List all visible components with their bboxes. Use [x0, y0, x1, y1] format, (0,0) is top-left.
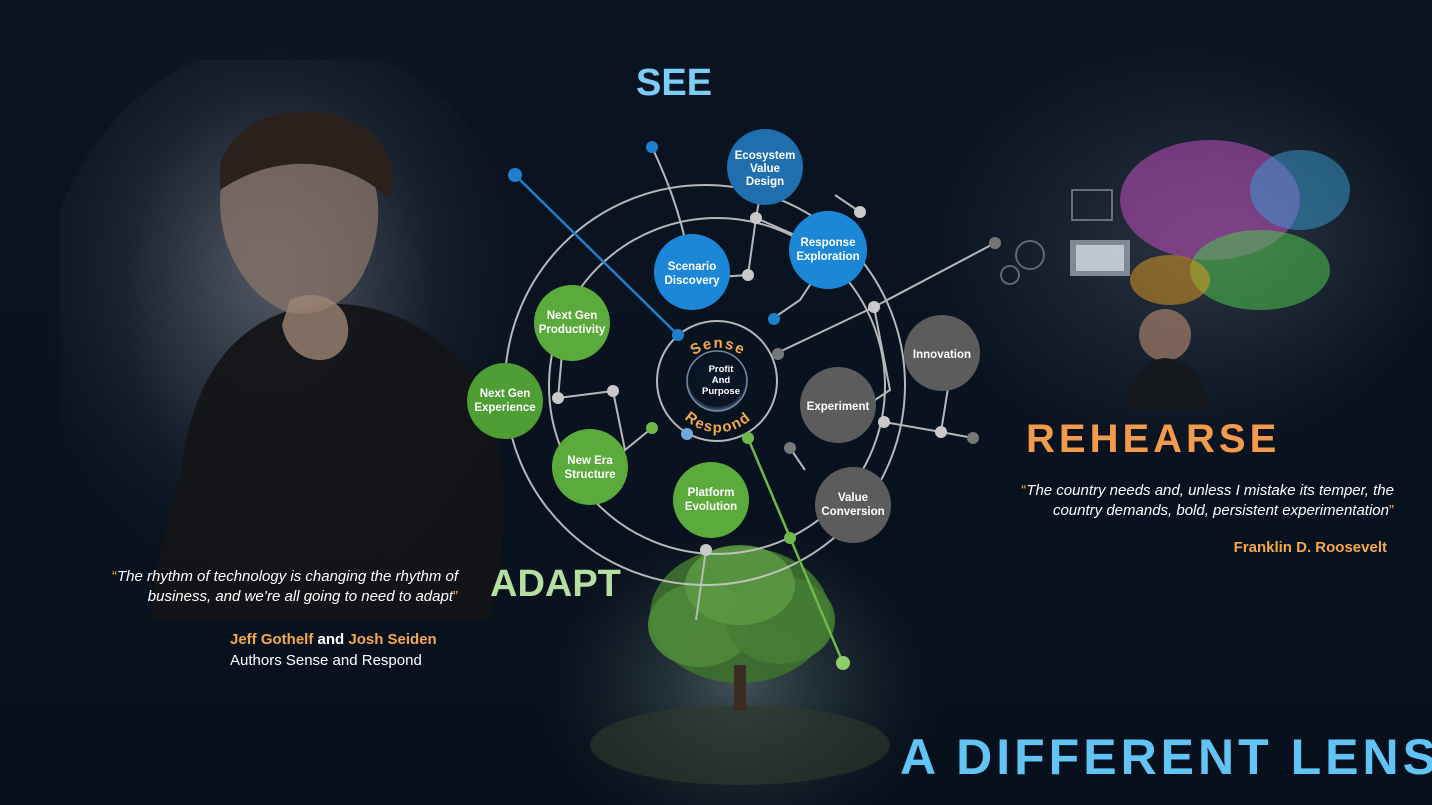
core-circle: [686, 350, 748, 412]
svg-text:Innovation: Innovation: [913, 349, 971, 361]
see-heading: SEE: [636, 62, 713, 104]
core-line-3: Purpose: [702, 386, 740, 397]
core-line-1: Profit: [709, 364, 735, 375]
node-new-era-structure[interactable]: New Era Structure: [552, 429, 628, 505]
svg-text:Scenario: Scenario: [668, 261, 717, 273]
svg-text:Design: Design: [746, 176, 784, 188]
node-innovation[interactable]: Innovation: [904, 315, 980, 391]
svg-text:Conversion: Conversion: [821, 506, 884, 518]
svg-text:Experiment: Experiment: [807, 401, 870, 413]
author-josh-seiden: Josh Seiden: [348, 631, 437, 648]
right-quote-author: Franklin D. Roosevelt: [1233, 539, 1387, 556]
green-spoke: [746, 437, 845, 664]
tree-spoke: [695, 549, 707, 621]
middle-ring: [548, 217, 886, 555]
left-quote-authors: Jeff Gothelf and Josh Seiden: [230, 631, 437, 648]
node-ecosystem-value-design[interactable]: Ecosystem Value Design: [727, 129, 803, 205]
svg-text:Structure: Structure: [564, 469, 615, 481]
svg-text:Exploration: Exploration: [796, 251, 859, 263]
svg-text:Response: Response: [801, 237, 856, 249]
open-quote-mark: “: [111, 568, 117, 585]
inner-ring: [656, 320, 778, 442]
svg-text:New Era: New Era: [567, 455, 613, 467]
close-quote-mark: ”: [1389, 502, 1394, 519]
svg-text:Evolution: Evolution: [685, 501, 737, 513]
svg-text:Discovery: Discovery: [665, 275, 721, 287]
svg-text:Productivity: Productivity: [539, 324, 606, 336]
core-line-2: And: [712, 375, 731, 386]
svg-text:Ecosystem: Ecosystem: [735, 150, 796, 162]
rehearse-heading: REHEARSE: [1026, 417, 1281, 461]
node-response-exploration[interactable]: Response Exploration: [789, 211, 867, 289]
blue-spoke: [514, 174, 679, 336]
svg-text:Next Gen: Next Gen: [547, 310, 598, 322]
author-jeff-gothelf: Jeff Gothelf: [230, 631, 314, 648]
node-scenario-discovery[interactable]: Scenario Discovery: [654, 234, 730, 310]
svg-text:Value: Value: [750, 163, 780, 175]
author-joiner: and: [313, 631, 349, 648]
right-quote-text: The country needs and, unless I mistake …: [1026, 482, 1394, 519]
svg-text:Experience: Experience: [474, 402, 535, 414]
node-platform-evolution[interactable]: Platform Evolution: [673, 462, 749, 538]
node-experiment[interactable]: Experiment: [800, 367, 876, 443]
junction-dots: [508, 141, 1001, 670]
open-quote-mark: “: [1021, 482, 1027, 499]
left-quote-author-role: Authors Sense and Respond: [230, 652, 422, 669]
svg-text:Platform: Platform: [688, 487, 735, 499]
left-quote-text: The rhythm of technology is changing the…: [116, 568, 458, 605]
close-quote-mark: ”: [453, 588, 458, 605]
node-value-conversion[interactable]: Value Conversion: [815, 467, 891, 543]
right-quote: “The country needs and, unless I mistake…: [982, 481, 1394, 521]
node-next-gen-experience[interactable]: Next Gen Experience: [467, 363, 543, 439]
adapt-heading: ADAPT: [490, 563, 621, 605]
svg-text:Value: Value: [838, 492, 868, 504]
left-quote: “The rhythm of technology is changing th…: [78, 567, 458, 607]
tagline-heading: A DIFFERENT LENS: [900, 729, 1432, 785]
svg-text:Next Gen: Next Gen: [480, 388, 531, 400]
node-next-gen-productivity[interactable]: Next Gen Productivity: [534, 285, 610, 361]
